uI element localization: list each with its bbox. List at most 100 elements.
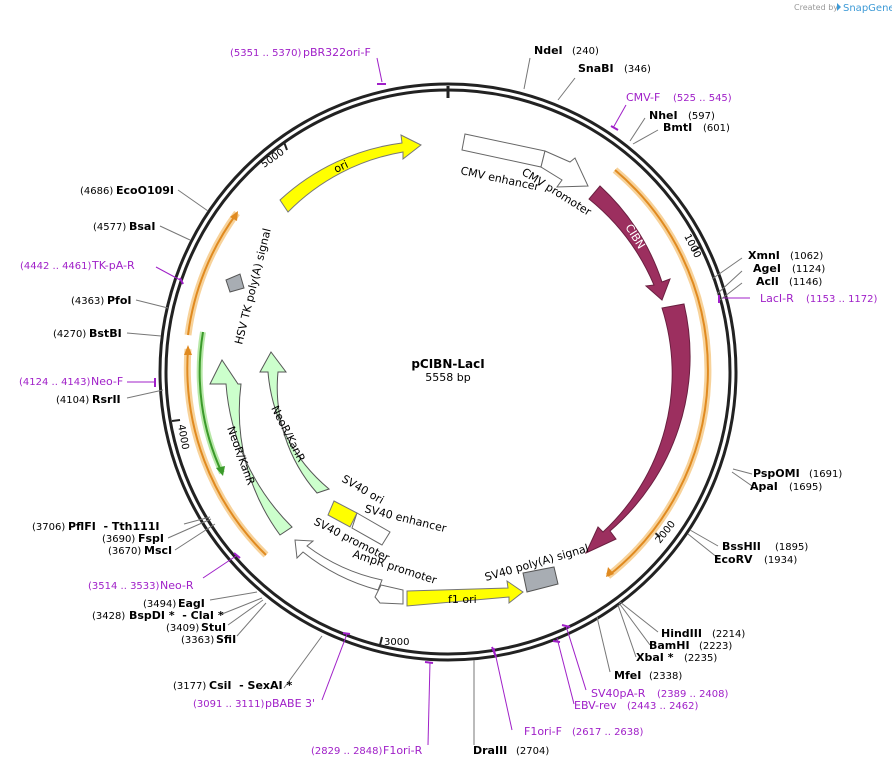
ori-label: ori: [332, 158, 350, 176]
enzyme-pspomi-pos: (1691): [809, 469, 842, 480]
enzyme-bsshii: BssHII: [722, 540, 761, 553]
neor-inner-feature: [259, 351, 331, 494]
brand-text: SnapGene: [843, 3, 892, 14]
tick-4000: 4000: [171, 419, 190, 451]
backbone-outer-ring: [158, 82, 738, 662]
primer-ebv-rev-pos: (2443 .. 2462): [627, 701, 699, 712]
enzyme-ndei: NdeI: [534, 44, 563, 57]
enzyme-mfei: MfeI: [614, 669, 641, 682]
sv40-enhancer-feature: [351, 512, 391, 546]
enzyme-xmni-pos: (1062): [790, 251, 823, 262]
cmv-enhancer-feature: [461, 133, 546, 168]
enzyme-leaders: [126, 57, 753, 745]
f1-ori-label: f1 ori: [448, 593, 477, 606]
enzyme-pspomi: PspOMI: [753, 467, 800, 480]
cmv-promoter-feature: [540, 150, 589, 188]
enzyme-hindiii: HindIII: [661, 627, 702, 640]
plasmid-size: 5558 bp: [425, 371, 470, 384]
enzyme-acli-pos: (1146): [789, 277, 822, 288]
enzyme-agei: AgeI: [753, 262, 781, 275]
enzyme-xbai-pos: (2235): [684, 653, 717, 664]
sv40-ori-feature: [327, 500, 358, 528]
enzyme-pflfi-pos: (3706): [32, 522, 65, 533]
neor-outer-feature: [209, 359, 293, 536]
primer-pbr322ori-f-pos: (5351 .. 5370): [230, 48, 302, 59]
enzyme-ecorv: EcoRV: [714, 553, 753, 566]
primer-neo-r: Neo-R: [160, 579, 194, 592]
sv40-polya-feature: [522, 566, 559, 593]
primer-f1ori-f-pos: (2617 .. 2638): [572, 727, 644, 738]
enzyme-xmni: XmnI: [748, 249, 780, 262]
enzyme-bmti: BmtI: [663, 121, 692, 134]
primer-tk-pa-r: TK-pA-R: [91, 259, 135, 272]
primer-pbr322ori-f: pBR322ori-F: [303, 46, 371, 59]
enzyme-bstbi-pos: (4270): [53, 329, 86, 340]
primer-f1ori-r: F1ori-R: [383, 744, 423, 757]
enzyme-bspdi-pos: (3428): [92, 611, 125, 622]
enzyme-nhei-pos: (597): [688, 111, 715, 122]
enzyme-apai: ApaI: [750, 480, 778, 493]
primer-neo-r-pos: (3514 .. 3533): [88, 581, 160, 592]
enzyme-bstbi: BstBI: [89, 327, 122, 340]
enzyme-eagi: EagI: [178, 597, 205, 610]
enzyme-apai-pos: (1695): [789, 482, 822, 493]
f1-ori-feature: [406, 579, 524, 607]
primer-laci-r-pos: (1153 .. 1172): [806, 294, 878, 305]
enzyme-pfoi-pos: (4363): [71, 296, 104, 307]
laci-feature: [584, 303, 691, 555]
primer-pbabe3: pBABE 3': [265, 697, 315, 710]
enzyme-csii-sexai: CsiI - SexAI *: [209, 679, 292, 692]
enzyme-draiii-pos: (2704): [516, 746, 549, 757]
enzyme-ecoo109i-pos: (4686): [80, 186, 113, 197]
primer-sv40pa-r-pos: (2389 .. 2408): [657, 689, 729, 700]
enzyme-msci: MscI: [144, 544, 172, 557]
snapgene-logo-icon: [837, 3, 841, 11]
enzyme-bmti-pos: (601): [703, 123, 730, 134]
primer-f1ori-r-pos: (2829 .. 2848): [311, 746, 383, 757]
enzyme-stui: StuI: [201, 621, 226, 634]
neor-inner-label: NeoR/KanR: [268, 403, 308, 464]
enzyme-sfii-pos: (3363): [181, 635, 214, 646]
enzyme-bsai: BsaI: [129, 220, 155, 233]
enzyme-mfei-pos: (2338): [649, 671, 682, 682]
enzyme-csii-pos: (3177): [173, 681, 206, 692]
enzyme-bsshii-pos: (1895): [775, 542, 808, 553]
sv40-promoter-feature: [294, 539, 383, 591]
laci-label: lacI: [653, 409, 669, 430]
primer-f1ori-f: F1ori-F: [524, 725, 562, 738]
enzyme-xbai: XbaI *: [636, 651, 674, 664]
credit-text: Created by: [794, 3, 838, 12]
primer-tk-pa-r-pos: (4442 .. 4461): [20, 261, 92, 272]
enzyme-agei-pos: (1124): [792, 264, 825, 275]
tick-3000: 3000: [379, 636, 409, 648]
primer-cmv-f-pos: (525 .. 545): [673, 93, 732, 104]
enzyme-eagi-pos: (3494): [143, 599, 176, 610]
enzyme-stui-pos: (3409): [166, 623, 199, 634]
enzyme-ecorv-pos: (1934): [764, 555, 797, 566]
enzyme-acli: AclI: [756, 275, 779, 288]
enzyme-pfoi: PfoI: [107, 294, 132, 307]
enzyme-rsrii: RsrII: [92, 393, 121, 406]
enzyme-nhei: NheI: [649, 109, 678, 122]
enzyme-bspdi-clai: BspDI * - ClaI *: [129, 609, 224, 622]
enzyme-snabi: SnaBI: [578, 62, 614, 75]
enzyme-hindiii-pos: (2214): [712, 629, 745, 640]
primer-leaders: [127, 57, 750, 746]
ampr-promoter-feature: [374, 584, 404, 605]
enzyme-rsrii-pos: (4104): [56, 395, 89, 406]
primer-ebv-rev: EBV-rev: [574, 699, 617, 712]
cibn-feature: [588, 185, 671, 301]
primer-neo-f: Neo-F: [91, 375, 123, 388]
enzyme-msci-pos: (3670): [108, 546, 141, 557]
enzyme-sfii: SfiI: [216, 633, 236, 646]
enzyme-bamhi: BamHI: [649, 639, 690, 652]
primer-neo-f-pos: (4124 .. 4143): [19, 377, 91, 388]
enzyme-draiii: DraIII: [473, 744, 507, 757]
svg-text:4000: 4000: [175, 424, 190, 451]
primer-laci-r: LacI-R: [760, 292, 794, 305]
enzyme-pflfi-tth111i: PflFI - Tth111I: [68, 520, 160, 533]
plasmid-name: pCIBN-LacI: [411, 357, 484, 371]
primer-cmv-f: CMV-F: [626, 91, 660, 104]
sv40-ori-label: SV40 ori: [340, 472, 387, 506]
